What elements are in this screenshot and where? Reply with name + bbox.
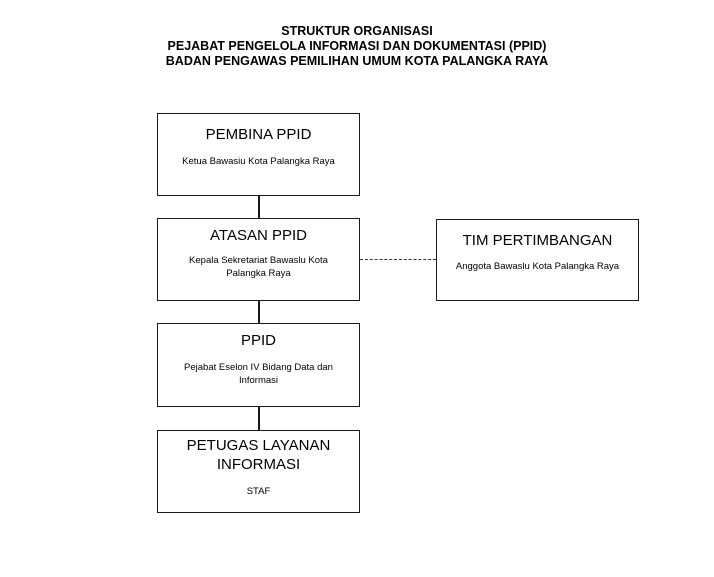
title-line-2: PEJABAT PENGELOLA INFORMASI DAN DOKUMENT… bbox=[167, 39, 547, 53]
box-pembina-title: PEMBINA PPID bbox=[205, 126, 312, 143]
title-line-1: STRUKTUR ORGANISASI bbox=[281, 24, 433, 38]
connector-ppid-petugas bbox=[258, 407, 260, 430]
connector-atasan-ppid bbox=[258, 301, 260, 323]
box-ppid-title: PPID bbox=[240, 332, 276, 349]
box-petugas-text: STAF bbox=[246, 486, 271, 497]
box-tim-text: Anggota Bawaslu Kota Palangka Raya bbox=[455, 261, 620, 272]
box-atasan-title: ATASAN PPID bbox=[210, 227, 307, 244]
box-petugas-title: PETUGAS LAYANAN INFORMASI bbox=[186, 437, 331, 473]
connector-atasan-tim-dashed bbox=[360, 259, 436, 260]
box-ppid: PPID Pejabat Eselon IV Bidang Data dan I… bbox=[157, 323, 360, 407]
box-pembina-text: Ketua Bawasiu Kota Palangka Raya bbox=[182, 156, 335, 167]
connector-pembina-atasan bbox=[258, 196, 260, 218]
box-atasan-ppid: ATASAN PPID Kepala Sekretariat Bawaslu K… bbox=[157, 218, 360, 301]
box-atasan-text: Kepala Sekretariat Bawaslu Kota Palangka… bbox=[189, 255, 328, 279]
diagram-title: STRUKTUR ORGANISASI PEJABAT PENGELOLA IN… bbox=[0, 24, 714, 69]
box-tim-title: TIM PERTIMBANGAN bbox=[462, 232, 613, 249]
box-ppid-text: Pejabat Eselon IV Bidang Data dan Inform… bbox=[184, 362, 333, 386]
box-petugas-layanan-informasi: PETUGAS LAYANAN INFORMASI STAF bbox=[157, 430, 360, 513]
box-pembina-ppid: PEMBINA PPID Ketua Bawasiu Kota Palangka… bbox=[157, 113, 360, 196]
title-line-3: BADAN PENGAWAS PEMILIHAN UMUM KOTA PALAN… bbox=[165, 54, 549, 68]
box-tim-pertimbangan: TIM PERTIMBANGAN Anggota Bawaslu Kota Pa… bbox=[436, 219, 639, 301]
